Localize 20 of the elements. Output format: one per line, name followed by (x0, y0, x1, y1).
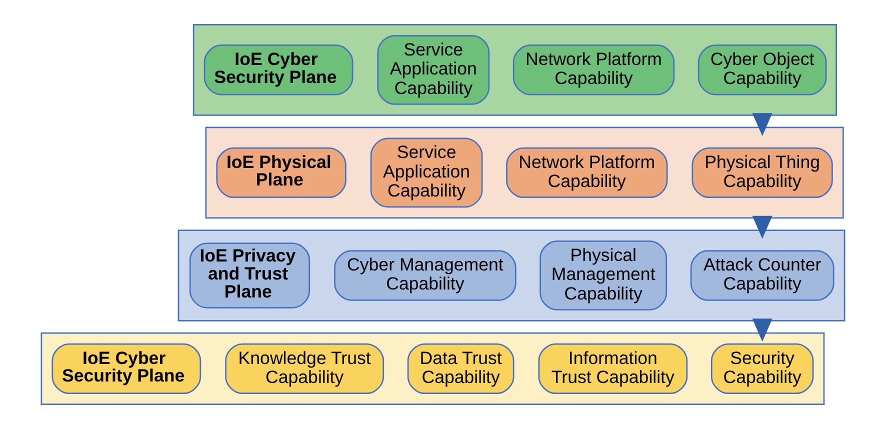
node-box: IoE Cyber Security Plane (51, 343, 201, 394)
node-box: Network Platform Capability (512, 44, 674, 96)
node-box: IoE Physical Plane (216, 147, 346, 198)
node-box: Service Application Capability (370, 138, 482, 208)
node-box: Attack Counter Capability (690, 250, 834, 301)
node-box: Physical Management Capability (539, 240, 667, 310)
node-box: Cyber Management Capability (334, 250, 516, 301)
cluster (40, 332, 824, 405)
node-box: Network Platform Capability (506, 147, 668, 198)
arrow (752, 318, 772, 342)
node-box: Cyber Object Capability (697, 44, 826, 96)
cluster (177, 230, 845, 322)
node-box: IoE Privacy and Trust Plane (188, 242, 310, 308)
node-box: Information Trust Capability (538, 343, 688, 394)
node-box: Service Application Capability (376, 34, 490, 105)
node-box: IoE Cyber Security Plane (203, 44, 353, 96)
node-box: Knowledge Trust Capability (224, 343, 384, 394)
node-box: Security Capability (710, 343, 814, 394)
node-box: Data Trust Capability (406, 343, 514, 394)
node-box: Physical Thing Capability (691, 147, 832, 198)
